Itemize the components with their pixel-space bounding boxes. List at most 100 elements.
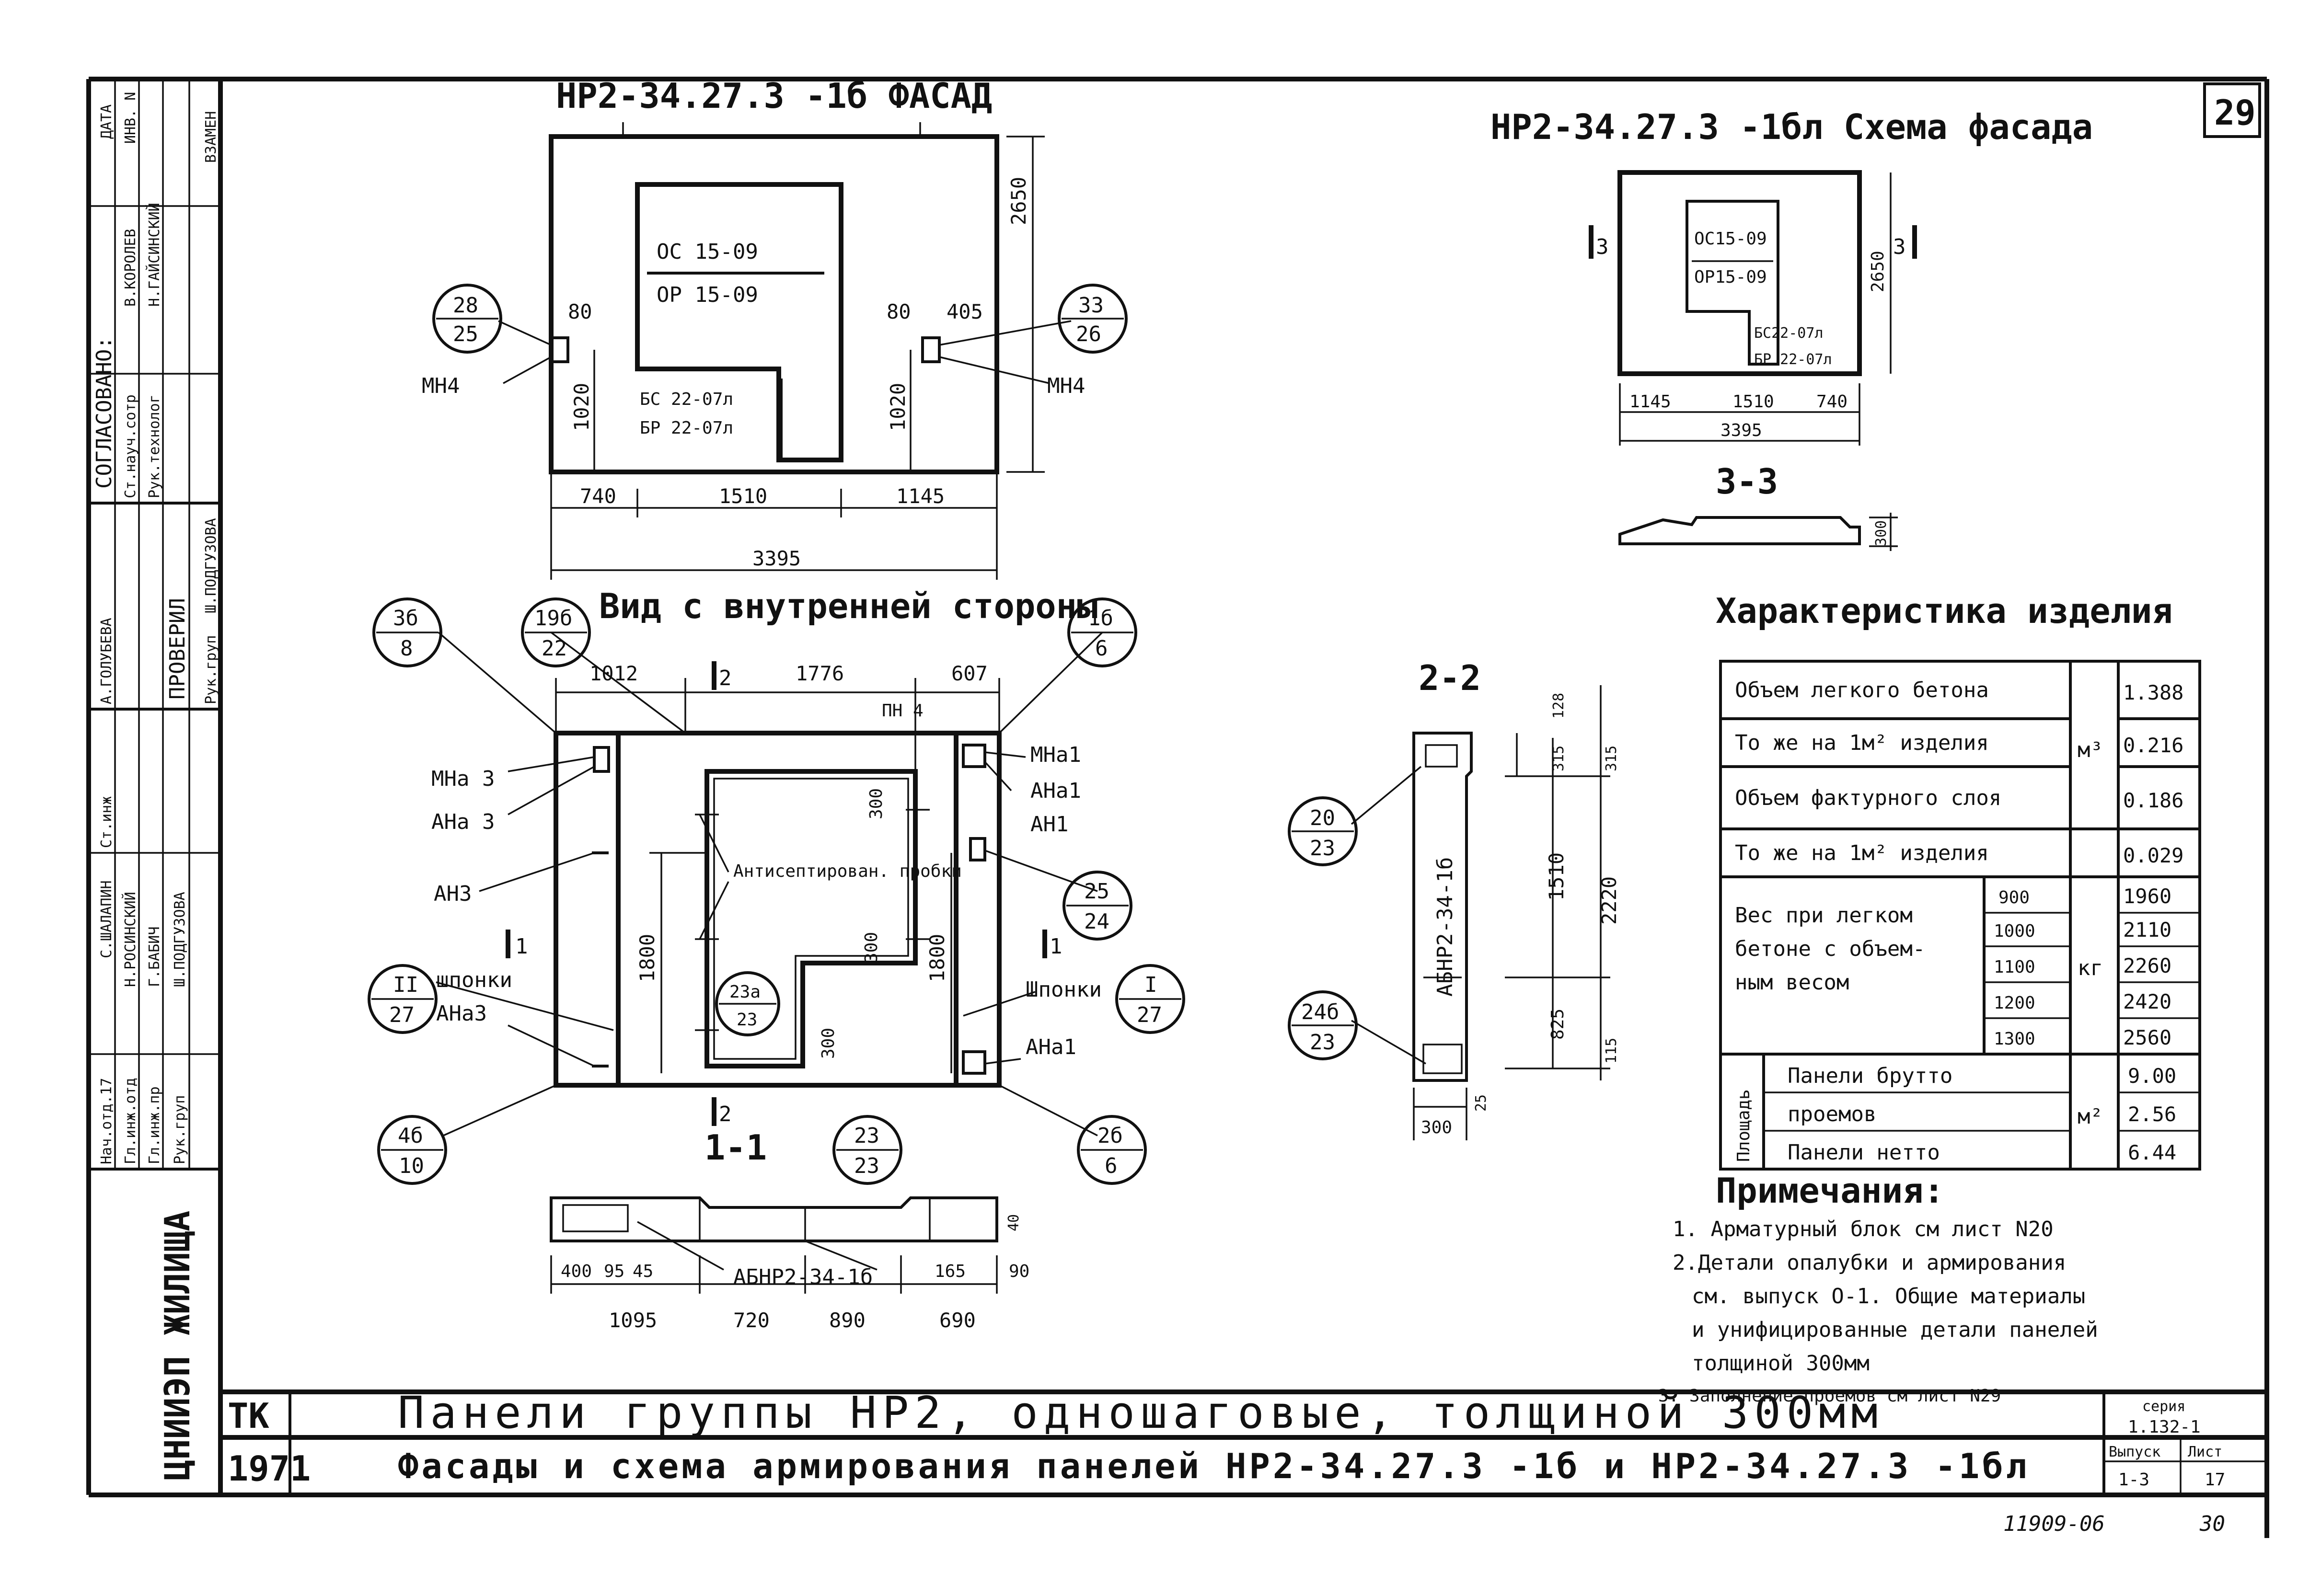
facade-circle-left-bottom: 25 (453, 322, 478, 346)
note-1: 2.Детали опалубки и армирования (1673, 1251, 2066, 1275)
section22-dim-2220: 2220 (1597, 876, 1621, 925)
inner-circle-7-top: 4б (398, 1124, 423, 1148)
section22-circle2-top: 24б (1301, 1000, 1339, 1024)
section11-dim-400: 400 (561, 1262, 592, 1281)
char-volume-unit: м³ (2078, 738, 2103, 762)
inner-circle-1-bottom: 22 (542, 636, 567, 661)
char-weight-label-2: ным весом (1735, 970, 1849, 995)
section22-dim-1510: 1510 (1545, 852, 1568, 901)
section11-dim-890: 890 (829, 1309, 866, 1332)
char-weight-4: 2560 (2123, 1026, 2171, 1049)
note-4: толщиной 300мм (1692, 1351, 1870, 1376)
inner-circle-3-top: 25 (1084, 879, 1109, 904)
inner-circle-9-bottom: 6 (1105, 1154, 1118, 1178)
stamp-row-2: В.КОРОЛЕВ (122, 229, 139, 307)
stamp-left-5: Н.РОСИНСКИЙ (122, 892, 139, 987)
section11-drawing (550, 1196, 998, 1294)
notes-title: Примечания: (1716, 1171, 1944, 1211)
char-row-0-label: Объем легкого бетона (1735, 678, 1989, 702)
char-density-4: 1300 (1994, 1029, 2035, 1049)
stamp-left-4: Ст.инж (98, 796, 115, 848)
inner-label-shponki-left: шпонки (436, 968, 512, 992)
facade-dim-1020-left: 1020 (570, 383, 593, 431)
sheet-label: Лист (2188, 1444, 2222, 1460)
scheme-cut-left: 3 (1596, 235, 1609, 259)
inner-circle-2-top: 1б (1088, 606, 1113, 631)
inner-circle-1-top: 19б (534, 606, 572, 631)
scheme-dim-3395: 3395 (1721, 421, 1762, 440)
inner-cut-1-left: 1 (515, 934, 528, 959)
stamp-data-label: ДАТА (98, 104, 115, 139)
section11-dim-690: 690 (939, 1309, 976, 1332)
scheme-door-1: БС22-07л (1754, 325, 1824, 342)
inner-label-shponki-right: Шпонки (1026, 977, 1102, 1002)
bottom-page: 30 (2199, 1512, 2225, 1536)
inner-label-mna3: МНа 3 (431, 767, 495, 791)
inner-circle-5-top: I (1144, 973, 1157, 997)
section22-dim-315-a: 315 (1550, 746, 1567, 771)
char-weight-3: 2420 (2123, 990, 2171, 1013)
inner-label-mna1: МНа1 (1030, 743, 1081, 767)
inner-cut-1-right: 1 (1050, 934, 1062, 959)
inner-dim-1800-right: 1800 (925, 934, 949, 982)
inner-label-ana1-bottom: АНа1 (1026, 1035, 1076, 1059)
char-weight-unit: кг (2078, 956, 2103, 980)
inner-dim-1012: 1012 (589, 662, 638, 685)
scheme-dim-1145: 1145 (1629, 392, 1671, 412)
inner-label-an1: АН1 (1030, 812, 1068, 837)
stamp-mid-2: Ш.ПОДГУЗОВА (203, 518, 219, 613)
note-2: см. выпуск О-1. Общие материалы (1692, 1284, 2085, 1309)
section22-drawing (1288, 685, 1610, 1140)
scheme-window-2: ОР15-09 (1694, 267, 1767, 287)
stamp-inv-label: ИНВ. N (122, 92, 139, 144)
inner-label-ana3-bottom: АНа3 (436, 1001, 487, 1026)
stamp-row-0: Ст.науч.сотр (122, 394, 139, 498)
char-density-0: 900 (1998, 888, 2030, 907)
inner-label-an3: АН3 (434, 882, 472, 906)
section22-circle1-top: 20 (1310, 806, 1335, 830)
section11-dim-40: 40 (1005, 1214, 1022, 1231)
char-weight-0: 1960 (2123, 884, 2171, 908)
facade-dim-80-right: 80 (887, 300, 911, 323)
issue-value: 1-3 (2118, 1470, 2149, 1490)
char-area-1-value: 2.56 (2128, 1102, 2176, 1126)
stamp-left-0: Нач.отд.17 (98, 1078, 115, 1164)
org-name: ЦНИИЭП ЖИЛИЩА (157, 1210, 197, 1481)
section22-label: 2-2 (1419, 658, 1481, 698)
facade-circle-right-top: 33 (1078, 293, 1104, 318)
char-area-label: Площадь (1734, 1089, 1754, 1162)
sheet-frame (86, 77, 2269, 1538)
inner-circle-6-bottom: 23 (737, 1010, 757, 1030)
facade-door-2: БР 22-07л (640, 418, 733, 438)
char-area-0-value: 9.00 (2128, 1064, 2176, 1088)
stamp-left-8: С.ШАЛАПИН (98, 880, 115, 958)
section22-dim-115: 115 (1603, 1038, 1620, 1064)
inner-cut-2-top: 2 (719, 666, 732, 690)
char-density-1: 1000 (1994, 921, 2035, 941)
title-tk: ТК (228, 1396, 269, 1436)
char-weight-label-1: бетоне с объем- (1735, 937, 1925, 961)
inner-circle-8-bottom: 23 (854, 1154, 879, 1178)
inner-circle-9-top: 2б (1097, 1124, 1123, 1148)
char-weight-1: 2110 (2123, 918, 2171, 942)
section22-dim-300: 300 (1421, 1118, 1452, 1137)
inner-circle-7-bottom: 10 (399, 1154, 424, 1178)
char-density-3: 1200 (1994, 993, 2035, 1013)
section11-dim-95: 95 (604, 1262, 624, 1281)
title-block (220, 1389, 2267, 1495)
scheme-title: НР2-34.27.3 -1бл Схема фасада (1490, 107, 2093, 147)
char-area-unit: м² (2078, 1104, 2103, 1129)
stamp-left-1: Гл.инж.отд (122, 1078, 139, 1164)
facade-mark-right: МН4 (1047, 374, 1085, 398)
note-0: 1. Арматурный блок см лист N20 (1673, 1217, 2054, 1241)
title-line-1: Панели группы НР2, одношаговые, толщиной… (398, 1387, 1883, 1438)
inner-circle-4-top: II (393, 973, 418, 997)
note-3: и унифицированные детали панелей (1692, 1318, 2098, 1342)
facade-dim-1145: 1145 (896, 484, 945, 508)
facade-dim-80-left: 80 (568, 300, 592, 323)
char-density-2: 1100 (1994, 957, 2035, 977)
char-row-2-value: 0.186 (2123, 789, 2183, 812)
char-area-0-label: Панели брутто (1788, 1064, 1952, 1088)
inner-circle-4-bottom: 27 (389, 1003, 415, 1027)
scheme-dim-1510: 1510 (1732, 392, 1774, 412)
